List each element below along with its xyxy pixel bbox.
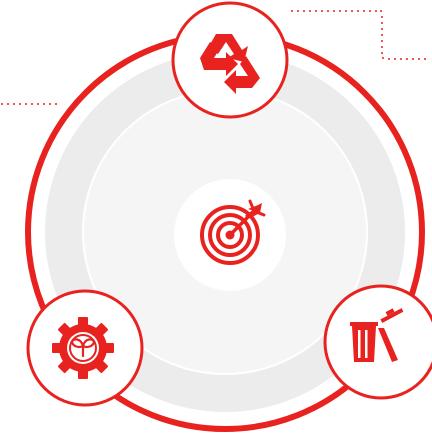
connector-top-right — [291, 10, 426, 60]
connector-left — [1, 103, 57, 105]
eco-gear-icon — [52, 317, 114, 379]
trash-bin-icon — [350, 308, 404, 362]
target-icon — [200, 199, 266, 265]
node-bottom-right[interactable] — [323, 284, 432, 400]
recycle-icon — [200, 34, 260, 94]
node-top[interactable] — [171, 1, 289, 119]
connector-lines — [1, 10, 426, 105]
node-bottom-left[interactable] — [26, 289, 144, 407]
